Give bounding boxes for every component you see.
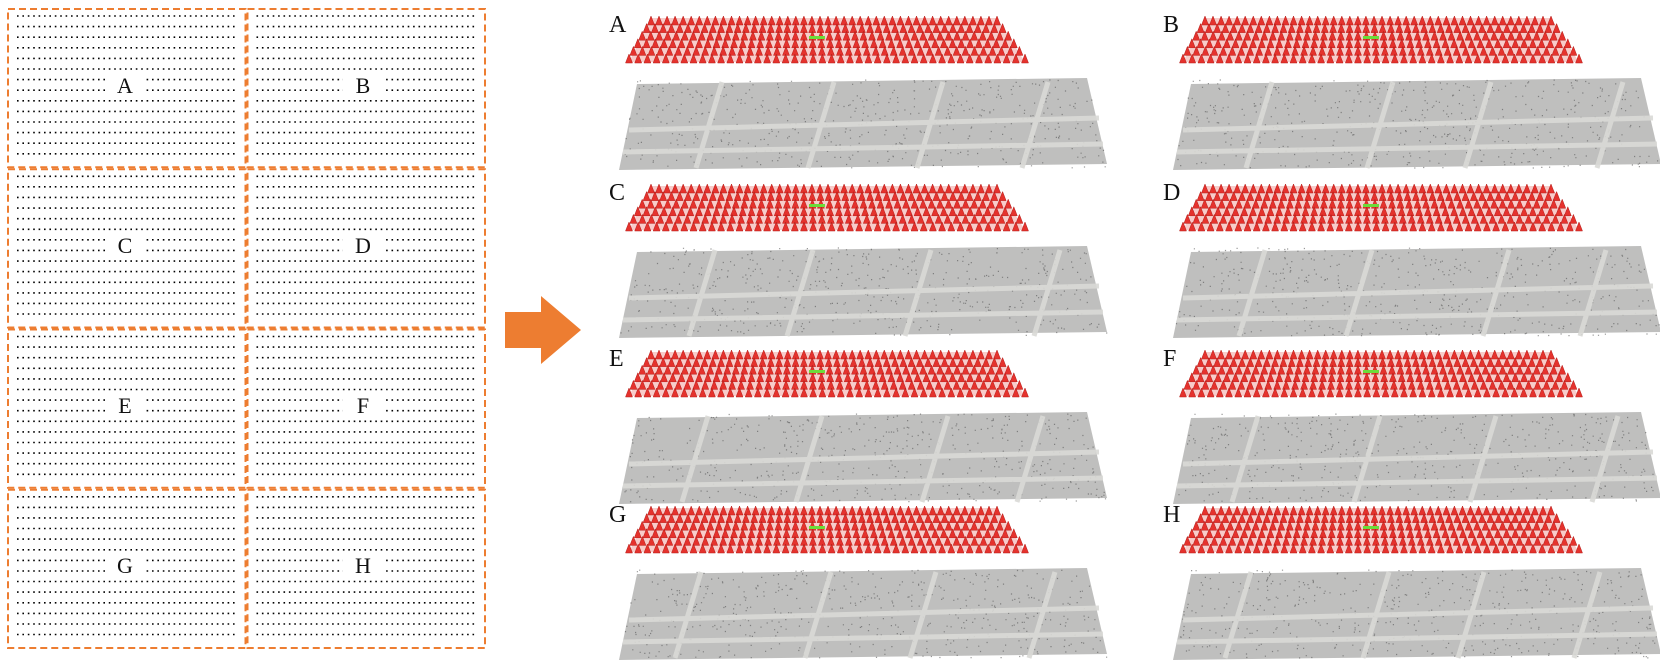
camera-highlight	[809, 204, 825, 207]
camera-cones	[1179, 505, 1583, 554]
camera-highlight	[1363, 36, 1379, 39]
cell-label-e: E	[105, 394, 145, 418]
camera-cones	[625, 349, 1029, 398]
reconstruction-label-g: G	[609, 502, 627, 528]
road-lines	[622, 81, 1104, 169]
camera-cones	[625, 183, 1029, 232]
reconstruction-g: G	[609, 502, 1129, 662]
camera-cones	[1179, 183, 1583, 232]
camera-cones	[625, 505, 1029, 554]
reconstruction-e: E	[609, 346, 1129, 506]
camera-highlight	[809, 526, 825, 529]
reconstruction-h: H	[1163, 502, 1660, 662]
camera-highlight	[809, 36, 825, 39]
cell-label-f: F	[343, 394, 383, 418]
reconstruction-b: B	[1163, 12, 1660, 172]
camera-cones	[625, 15, 1029, 64]
dot-grid	[7, 8, 486, 649]
camera-cones	[1179, 349, 1583, 398]
reconstruction-label-b: B	[1163, 12, 1180, 38]
road-lines	[622, 249, 1104, 337]
road-lines	[1176, 81, 1658, 169]
cell-label-g: G	[105, 554, 145, 578]
road-lines	[622, 415, 1104, 503]
reconstruction-c: C	[609, 180, 1129, 340]
right-arrow-icon	[505, 296, 581, 364]
camera-cones	[1179, 15, 1583, 64]
road-lines	[1176, 571, 1658, 659]
camera-array-over-point-cloud	[1173, 15, 1660, 170]
road-lines	[1176, 415, 1658, 503]
cell-label-h: H	[343, 554, 383, 578]
cell-label-c: C	[105, 234, 145, 258]
camera-array-over-point-cloud	[1173, 349, 1660, 504]
cell-label-a: A	[105, 74, 145, 98]
reconstruction-label-c: C	[609, 180, 626, 206]
camera-highlight	[1363, 526, 1379, 529]
cell-label-b: B	[343, 74, 383, 98]
camera-array-over-point-cloud	[619, 15, 1107, 170]
reconstruction-label-d: D	[1163, 180, 1181, 206]
camera-array-over-point-cloud	[619, 505, 1108, 660]
road-lines	[622, 571, 1104, 659]
camera-highlight	[809, 370, 825, 373]
reconstruction-label-f: F	[1163, 346, 1177, 372]
reconstruction-label-a: A	[609, 12, 627, 38]
reconstruction-d: D	[1163, 180, 1660, 340]
camera-highlight	[1363, 370, 1379, 373]
camera-highlight	[1363, 204, 1379, 207]
camera-array-over-point-cloud	[619, 349, 1107, 504]
camera-array-over-point-cloud	[619, 183, 1108, 338]
reconstruction-label-e: E	[609, 346, 624, 372]
camera-array-over-point-cloud	[1173, 183, 1660, 338]
grid-panel: A B C D E F G H	[7, 8, 486, 649]
reconstruction-f: F	[1163, 346, 1660, 506]
camera-array-over-point-cloud	[1173, 505, 1660, 660]
reconstruction-a: A	[609, 12, 1129, 172]
cell-label-d: D	[343, 234, 383, 258]
reconstruction-label-h: H	[1163, 502, 1181, 528]
road-lines	[1176, 249, 1658, 337]
